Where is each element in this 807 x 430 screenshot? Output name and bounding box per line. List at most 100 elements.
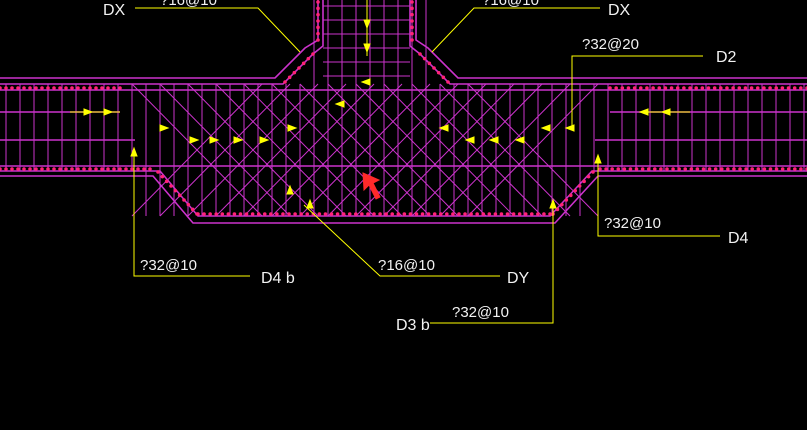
rebar-dot [604,167,608,171]
rebar-dot [427,61,432,66]
rebar-dot [0,86,2,90]
rebar-dot [46,167,50,171]
rebar-dot [58,167,62,171]
rebar-dot [173,188,178,193]
rebar-dot [694,86,698,90]
rebar-dot [792,86,797,90]
rebar-dot [614,86,618,90]
rebar-dot [306,56,311,61]
label-d4b-spec: ?32@10 [140,257,197,274]
rebar-dot [536,212,540,216]
rebar-dot [250,212,255,216]
rebar-dot [732,167,736,171]
rebar-dot [410,0,414,4]
rebar-dot [410,12,414,17]
rebar-dot [64,86,68,90]
rebar-dot [317,212,322,216]
rebar-dot [499,212,504,216]
rebar-dot [677,167,681,171]
rebar-dot [659,167,663,171]
rebar-dot [124,167,128,171]
rebar-dot [301,61,306,66]
rebar-dot [418,52,422,56]
rebar-arrow [464,136,475,144]
rebar-dot [106,86,110,90]
rebar-dot [591,170,595,174]
rebar-arrow [514,136,525,144]
rebar-dot [226,212,231,216]
label-dy: DY [507,270,530,287]
diagonal-rebar [299,83,431,217]
rebar-dot [743,86,748,90]
rebar-dot [10,86,14,90]
rebar-dot [82,167,86,171]
rebar-dot [366,212,370,216]
rebar-dot [756,167,761,171]
rebar-dot [341,212,346,216]
rebar-dot [169,184,173,188]
rebar-dot [88,86,92,90]
rebar-dot [560,202,564,207]
rebar-dot [238,212,243,216]
rebar-dot [749,86,754,90]
annotation-labels: DX ?16@10 DX ?16@10 ?32@20 D2 ?32@10 D4 … [103,0,749,334]
rebar-dot [58,86,62,90]
label-d3b-spec: ?32@10 [452,304,509,321]
label-dx-right-spec: ?16@10 [482,0,539,9]
rebar-arrow [488,136,499,144]
rebar-dot [311,52,315,56]
rebar-dot [700,86,705,90]
rebar-dot [82,86,86,90]
rebar-arrow [438,124,449,132]
rebar-dot [719,167,724,171]
rebar-dot [40,167,44,171]
rebar-dot [208,212,212,216]
rebar-dot [347,212,352,216]
rebar-dot [283,80,287,84]
rebar-dot [64,167,68,171]
rebar-dot [70,167,74,171]
rebar-dot [275,212,279,216]
label-d4b: D4 b [261,270,295,287]
rebar-dot [469,212,473,216]
rebar-dot [422,56,427,61]
rebar-dot [316,6,320,11]
rebar-dot [645,86,649,90]
rebar-dot [214,212,219,216]
rebar-dot [586,174,591,179]
rebar-dot [22,86,26,90]
rebar-dot [142,167,146,171]
rebar-dot [390,212,395,216]
rebar-dot [0,167,2,171]
rebar-dot [305,212,310,216]
rebar-dot [94,167,98,171]
rebar-dot [610,167,614,171]
rebar-dot [118,86,122,90]
rebar-dot [190,207,195,212]
rebar-dot [663,86,668,90]
rebar-dot [100,167,104,171]
rebar-dot [774,167,779,171]
rebar-dot [76,167,80,171]
rebar-dot [487,212,492,216]
rebar-dot [669,86,674,90]
rebar-dot [634,167,639,171]
rebar-dot [682,86,686,90]
rebar-dot [410,38,414,42]
rebar-dot [523,212,528,216]
rebar-dot [410,19,414,23]
diagonal-rebar [327,83,459,217]
rebar-dot [689,167,694,171]
rebar-dot [410,31,414,36]
rebar-dot [10,167,14,171]
rebar-dot [768,167,773,171]
rebar-dot [384,212,388,216]
rebar-dot [616,167,621,171]
diag-arrow [334,100,345,108]
rebar-dot [441,75,446,80]
rebar-dot [707,167,712,171]
diag-arrow [286,184,294,195]
rebar-dot [118,167,122,171]
rebar-dot [626,86,631,90]
